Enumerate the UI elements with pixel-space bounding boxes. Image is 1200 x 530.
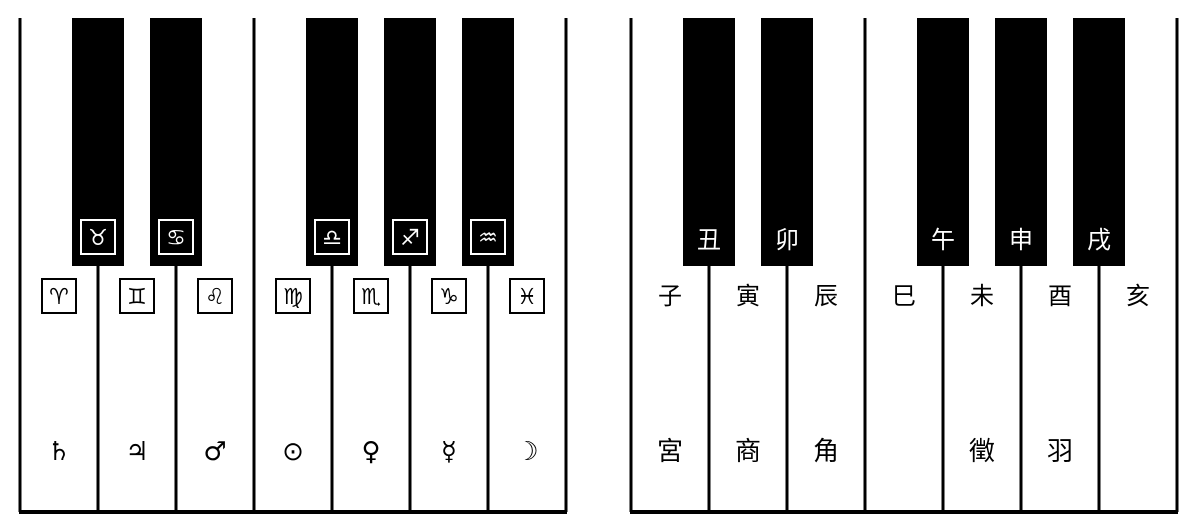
branch-hai-label: 亥 [1126,282,1150,310]
tone-yu-label: 羽 [1047,437,1073,467]
tone-zhi-label: 徵 [969,437,995,467]
left-white-key-label-box [431,278,467,314]
branch-xu-label: 戌 [1087,226,1111,254]
leo-label: ♌ [205,285,225,310]
left-black-key-label-box [158,219,194,255]
right-black-key [683,18,735,266]
gemini-label: ♊ [127,285,147,310]
branch-chen-label: 辰 [814,282,838,310]
sagittarius-label: ♐ [400,226,420,251]
branch-yin-label: 寅 [736,282,760,310]
scorpio-label: ♏ [361,285,381,310]
branch-wu-label: 午 [931,226,955,254]
taurus-label: ♉ [88,226,108,251]
saturn-label: ♄ [47,437,70,467]
mars-label: ♂ [203,437,226,467]
left-white-key-label-box [509,278,545,314]
pisces-label: ♓ [517,285,537,310]
libra-label: ♎ [322,226,342,251]
right-black-key [995,18,1047,266]
tone-jue-label: 角 [813,437,839,467]
left-black-key-label-box [392,219,428,255]
right-keyboard: 丑 卯 午 申 戌 子 寅 辰 巳 未 酉 亥 宮 商 角 徵 羽 [629,18,1179,514]
branch-you-label: 酉 [1048,282,1072,310]
left-black-key-label-box [470,219,506,255]
capricorn-label: ♑ [439,285,459,310]
branch-shen-label: 申 [1009,226,1033,254]
mercury-label: ☿ [441,437,457,467]
left-white-key-label-box [275,278,311,314]
branch-si-label: 巳 [892,282,916,310]
branch-chou-label: 丑 [697,226,721,254]
branch-wei-label: 未 [970,282,994,310]
cancer-label: ♋ [166,226,186,251]
aries-label: ♈ [49,285,69,310]
right-black-key [917,18,969,266]
left-white-key-label-box [197,278,233,314]
right-black-key [1073,18,1125,266]
left-keyboard: ♉ ♋ ♎ ♐ ♒ ♈ ♊ ♌ ♍ ♏ ♑ ♓ ♄ ♃ ♂ ⊙ [18,18,568,514]
branch-mao-label: 卯 [775,226,799,254]
moon-label: ☽ [515,437,538,467]
left-white-key-label-box [41,278,77,314]
aquarius-label: ♒ [478,226,498,251]
jupiter-label: ♃ [125,437,148,467]
tone-shang-label: 商 [735,437,761,467]
left-black-key-label-box [314,219,350,255]
left-white-key-label-box [119,278,155,314]
tone-gong-label: 宮 [657,437,683,467]
left-white-key-label-box [353,278,389,314]
virgo-label: ♍ [283,285,303,310]
right-black-key [761,18,813,266]
sun-label: ⊙ [282,437,304,467]
branch-zi-label: 子 [658,282,682,310]
left-black-key-label-box [80,219,116,255]
venus-label: ♀ [361,437,380,467]
